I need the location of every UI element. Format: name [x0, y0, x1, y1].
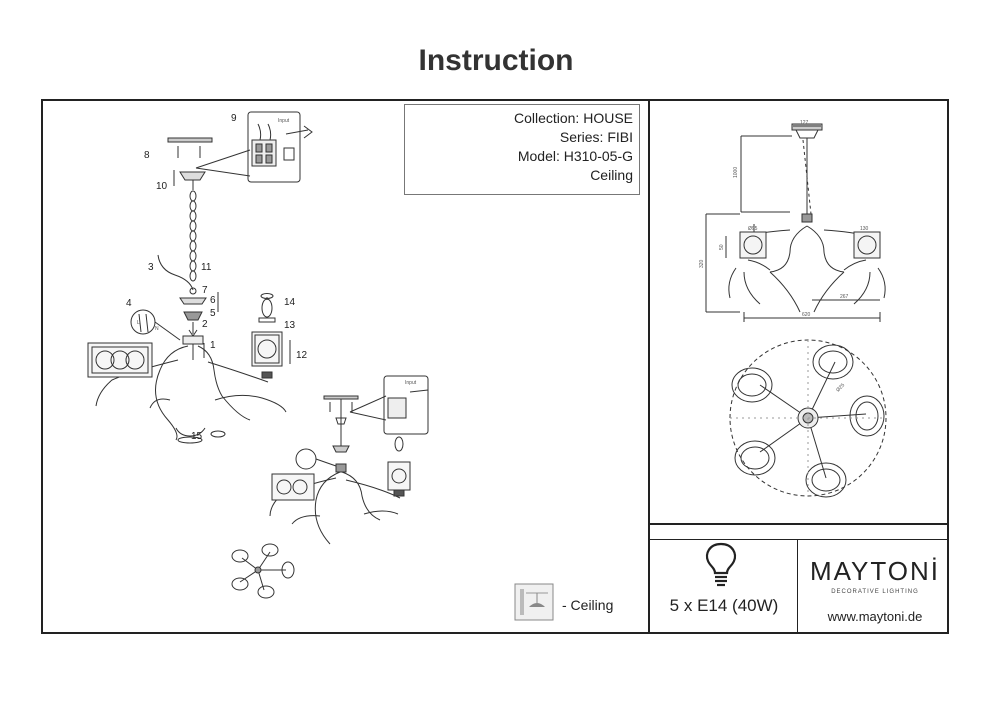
dim-shade-side: 50	[719, 244, 725, 250]
side-view-dimension-drawing	[705, 123, 886, 322]
terminal-label-n: N	[155, 326, 159, 332]
brand-url[interactable]: www.maytoni.de	[827, 609, 923, 624]
callout-12: 12	[296, 350, 308, 361]
light-bulb-icon	[699, 541, 743, 592]
assembled-view-drawing	[269, 375, 429, 545]
lamp-spec: 5 x E14 (40W)	[669, 596, 779, 615]
collection-text: Collection: HOUSE	[513, 110, 633, 126]
callout-15: 15	[191, 431, 203, 442]
dim-canopy: 127	[800, 120, 809, 126]
divider-vertical	[648, 99, 650, 634]
dim-width: 620	[802, 312, 811, 318]
callout-11: 11	[201, 262, 212, 273]
exploded-assembly-drawing	[87, 137, 291, 444]
terminal-detail-drawing	[130, 309, 181, 341]
wiring-input-label-2: Input	[405, 380, 417, 386]
callout-4: 4	[126, 298, 132, 309]
callout-14: 14	[284, 297, 296, 308]
callout-3: 3	[148, 262, 154, 273]
dim-radius: Ø25	[835, 382, 846, 393]
callout-13: 13	[284, 320, 296, 331]
callout-5: 5	[210, 308, 216, 319]
dimension-labels: 127 1000 Ø95 130 50 320 267 Ø25 620	[699, 120, 869, 393]
dim-arm: 267	[840, 294, 849, 300]
wiring-input-label: Input	[278, 118, 290, 124]
callout-7: 7	[202, 285, 208, 296]
dim-shade-h: 130	[860, 226, 869, 232]
type-text: Ceiling	[590, 167, 633, 183]
chain-drawing	[189, 190, 197, 282]
divider-horizontal	[648, 523, 949, 525]
divider-cells	[650, 539, 949, 540]
product-info-box: Collection: HOUSE Series: FIBI Model: H3…	[404, 104, 640, 195]
ceiling-mount-icon	[514, 583, 554, 621]
dim-chain: 1000	[733, 167, 739, 178]
top-view-circle-drawing	[729, 339, 887, 498]
ceiling-mount-label: - Ceiling	[562, 597, 614, 613]
series-text: Series: FIBI	[559, 129, 633, 145]
terminal-label-l: L	[137, 320, 140, 326]
callout-9: 9	[231, 113, 237, 124]
callout-1: 1	[210, 340, 216, 351]
brand-tagline: DECORATIVE LIGHTING	[831, 589, 919, 595]
callout-6: 6	[210, 295, 216, 306]
callout-numbers: 1 2 3 4 5 6 7 8 9 10 11 12 13 14 15 Inpu…	[126, 113, 417, 442]
divider-cells-vertical	[797, 540, 798, 634]
callout-8: 8	[144, 150, 150, 161]
top-view-small-drawing	[231, 543, 295, 599]
page-title: Instruction	[418, 44, 574, 77]
instruction-sheet-frame	[41, 99, 949, 634]
wiring-box-drawing	[195, 111, 313, 183]
model-text: Model: H310-05-G	[517, 148, 633, 164]
dim-shade-dia: Ø95	[748, 226, 758, 232]
callout-2: 2	[202, 319, 208, 330]
dim-body-h: 320	[699, 259, 705, 268]
callout-10: 10	[156, 181, 168, 192]
brand-logo: MAYTONİ	[809, 556, 941, 586]
